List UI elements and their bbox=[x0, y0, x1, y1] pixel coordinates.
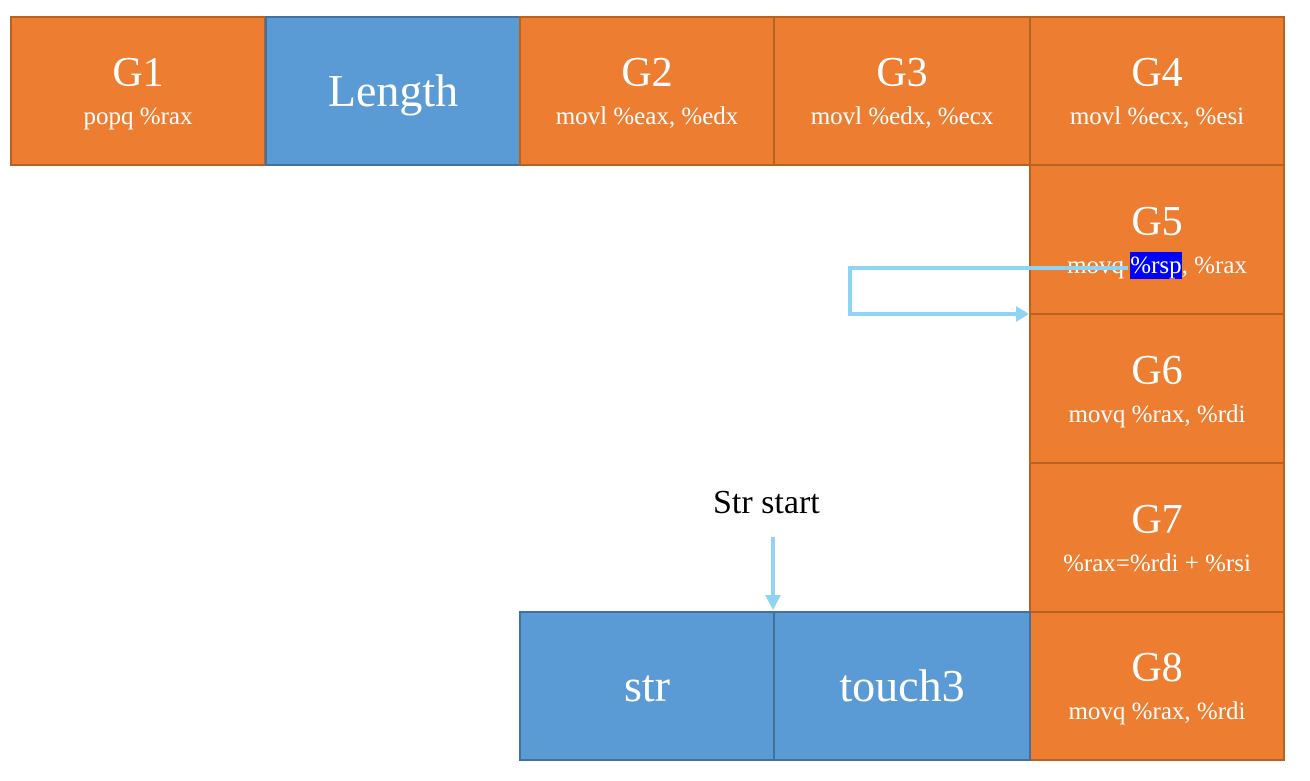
str-start-arrow-head bbox=[765, 595, 781, 610]
gadget-g3: G3 movl %edx, %ecx bbox=[773, 16, 1031, 166]
gadget-g5-instr-pre: movq bbox=[1067, 251, 1131, 279]
gadget-g4: G4 movl %ecx, %esi bbox=[1029, 16, 1285, 166]
gadget-g5: G5 movq %rsp, %rax bbox=[1029, 164, 1285, 315]
gadget-g4-instruction: movl %ecx, %esi bbox=[1069, 103, 1245, 130]
gadget-g2: G2 movl %eax, %edx bbox=[519, 16, 775, 166]
gadget-g7-instruction: %rax=%rdi + %rsi bbox=[1063, 549, 1251, 577]
gadget-g5-title: G5 bbox=[1131, 198, 1183, 245]
gadget-g4-title: G4 bbox=[1131, 50, 1183, 96]
gadget-g6-title: G6 bbox=[1131, 347, 1183, 394]
gadget-g2-title: G2 bbox=[621, 50, 673, 96]
gadget-g1: G1 popq %rax bbox=[10, 16, 266, 166]
str-start-arrow bbox=[765, 537, 781, 610]
gadget-g3-title: G3 bbox=[876, 50, 928, 96]
rsp-arrow-line bbox=[848, 266, 1128, 316]
gadget-g8-title: G8 bbox=[1131, 645, 1183, 691]
str-label: str bbox=[624, 660, 670, 711]
rsp-highlight: %rsp bbox=[1130, 251, 1182, 279]
gadget-g1-instruction: popq %rax bbox=[83, 103, 193, 130]
gadget-g8: G8 movq %rax, %rdi bbox=[1029, 611, 1285, 761]
rsp-arrow-head bbox=[1016, 306, 1029, 322]
rsp-arrow bbox=[848, 266, 1128, 322]
gadget-g5-instr-post: , %rax bbox=[1181, 251, 1247, 279]
gadget-g6: G6 movq %rax, %rdi bbox=[1029, 313, 1285, 464]
gadget-g3-instruction: movl %edx, %ecx bbox=[810, 103, 994, 130]
str-block: str bbox=[519, 611, 775, 761]
gadget-g7-title: G7 bbox=[1131, 496, 1183, 543]
gadget-g6-instruction: movq %rax, %rdi bbox=[1068, 400, 1246, 428]
gadget-g5-instruction: movq %rsp, %rax bbox=[1067, 251, 1247, 281]
gadget-g8-instruction: movq %rax, %rdi bbox=[1068, 698, 1246, 725]
gadget-g2-instruction: movl %eax, %edx bbox=[555, 103, 739, 130]
length-label: Length bbox=[327, 65, 459, 116]
str-start-label: Str start bbox=[713, 484, 820, 521]
gadget-g7: G7 %rax=%rdi + %rsi bbox=[1029, 462, 1285, 613]
touch3-label: touch3 bbox=[839, 660, 965, 711]
touch3-block: touch3 bbox=[773, 611, 1031, 761]
gadget-g1-title: G1 bbox=[112, 50, 164, 96]
